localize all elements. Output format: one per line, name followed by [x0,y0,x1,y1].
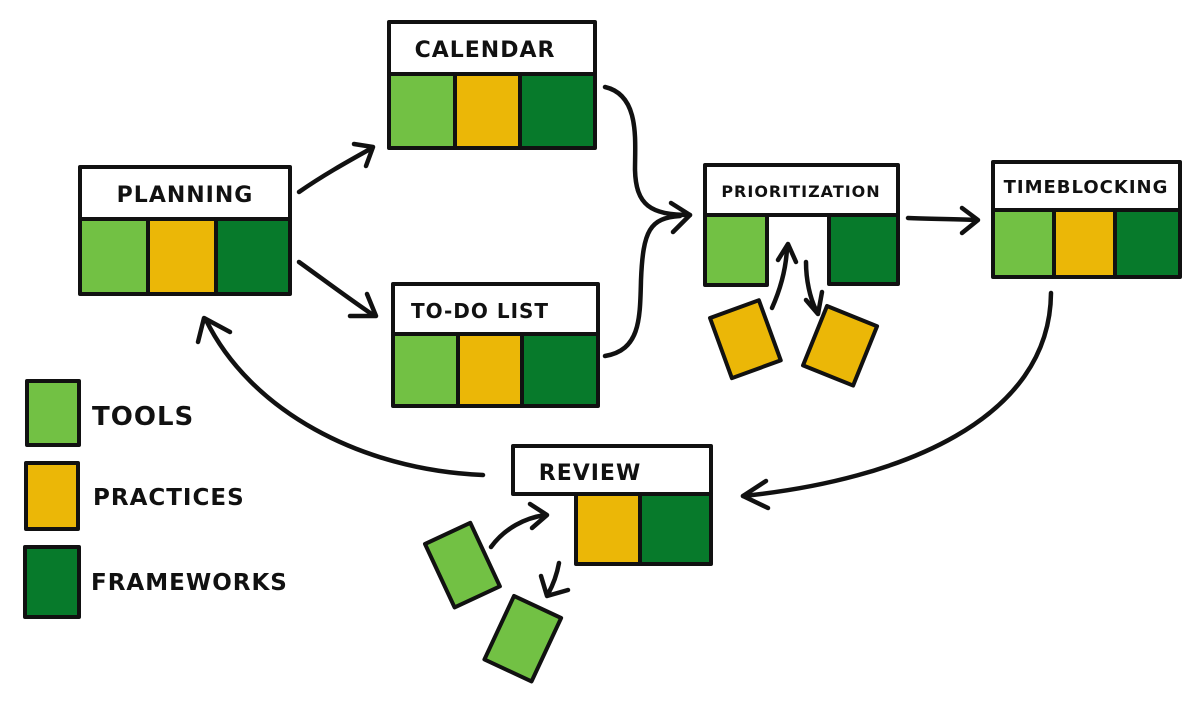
calendar-tools-cell [387,72,457,150]
timeblocking-frameworks-cell [1113,208,1182,279]
review-frameworks-cell [638,492,713,566]
edge-planning-todo-head [347,291,379,319]
node-prioritization: PRIORITIZATION [703,163,900,287]
timeblocking-label: TIMEBLOCKING [1004,177,1169,198]
todo-practices-cell [456,332,524,408]
legend-practices-swatch [24,461,80,531]
review-card-arrowhead-in [527,501,550,531]
edge-review-planning [203,317,486,478]
calendar-practices-cell [453,72,522,150]
review-loose-card-upper [423,520,502,610]
review-header [511,444,713,496]
timeblocking-practices-cell [1052,208,1117,279]
prioritization-up-arrow [769,245,790,311]
node-planning: PLANNING [78,165,292,296]
node-calendar: CALENDAR [387,20,597,150]
prioritization-up-arrowhead [775,241,799,265]
todo-frameworks-cell [520,332,600,408]
prioritization-loose-card-right [801,304,880,388]
prioritization-down-arrowhead [803,289,825,317]
planning-tools-cell [78,217,150,296]
edge-todo-prioritization [602,213,683,359]
planning-practices-cell [146,217,218,296]
calendar-label: CALENDAR [415,38,556,63]
legend-tools-label: TOOLS [92,402,194,432]
edge-into-prioritization-head [668,200,693,235]
node-todo-list: TO-DO LIST [391,282,600,408]
planning-label: PLANNING [117,183,254,208]
legend-practices-label: PRACTICES [93,485,245,511]
edge-prioritization-timeblocking [905,215,980,223]
node-timeblocking: TIMEBLOCKING [991,160,1182,279]
timeblocking-tools-cell [991,208,1056,279]
node-review: REVIEW [511,444,713,566]
calendar-frameworks-cell [518,72,597,150]
prioritization-label: PRIORITIZATION [721,182,880,201]
edge-timeblocking-review-head [740,478,771,511]
review-label: REVIEW [539,461,641,486]
timeblocking-header [991,160,1182,212]
review-card-arrowhead-out [538,573,571,599]
prioritization-frameworks-cell [827,213,900,286]
edge-timeblocking-review [740,290,1054,499]
legend-tools-swatch [25,379,81,447]
edge-prioritization-timeblocking-head [959,205,981,236]
review-card-arrow-in [488,512,548,550]
legend-frameworks-swatch [23,545,81,619]
prioritization-tools-cell [703,213,769,287]
prioritization-header [703,163,900,217]
todo-tools-cell [391,332,460,408]
todo-label: TO-DO LIST [411,299,549,323]
legend-frameworks-label: FRAMEWORKS [91,570,288,596]
edge-review-planning-head [195,315,233,345]
prioritization-loose-card-left [708,298,783,381]
edge-planning-calendar-head [351,141,376,169]
legend: TOOLS PRACTICES FRAMEWORKS [23,379,288,619]
review-practices-cell [574,492,642,566]
planning-frameworks-cell [214,217,292,296]
review-loose-card-lower [482,594,564,684]
edge-calendar-prioritization [602,84,693,218]
review-card-arrow-out [545,560,562,597]
edge-planning-calendar [296,145,375,195]
edge-planning-todo [296,259,376,318]
